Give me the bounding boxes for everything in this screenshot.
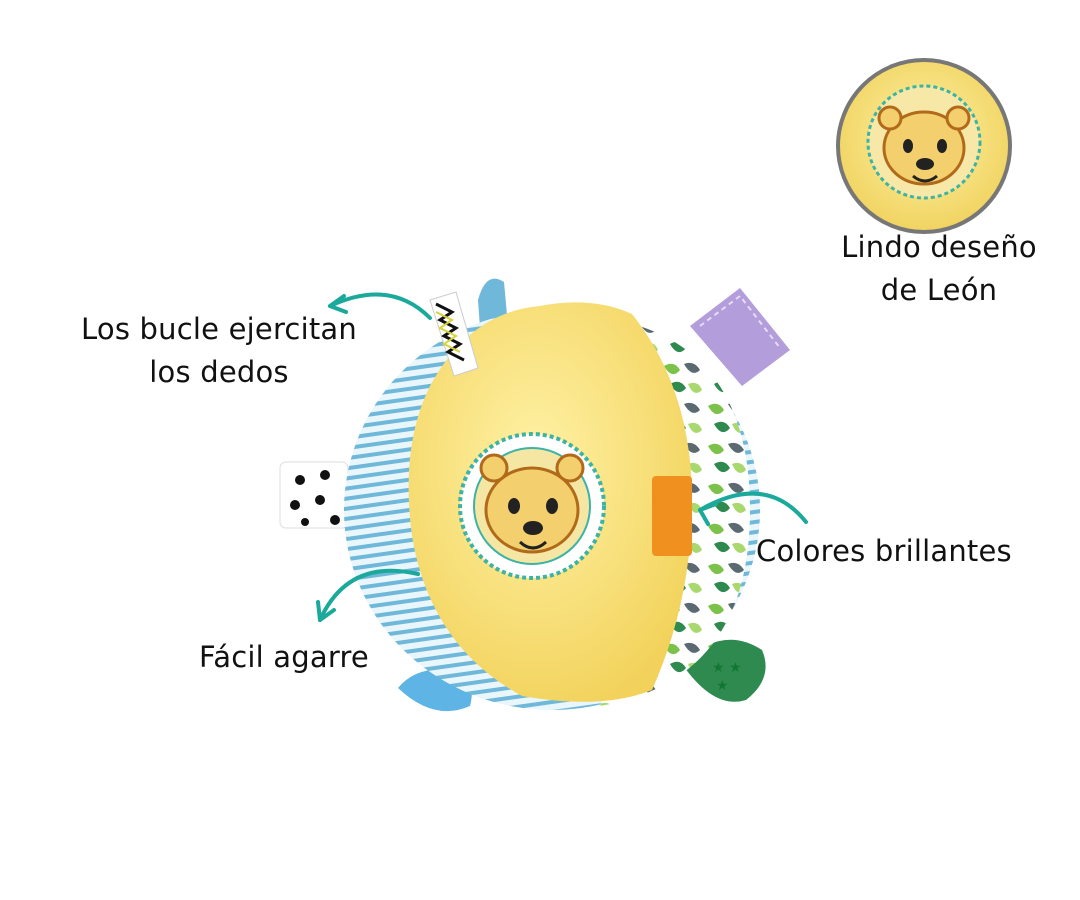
svg-text:★: ★ bbox=[716, 678, 729, 694]
arrow-colors bbox=[698, 491, 808, 526]
callout-grip: Fácil agarre bbox=[188, 636, 380, 679]
callout-loops: Los bucle ejercitan los dedos bbox=[70, 308, 368, 394]
callout-lion-line1: Lindo deseño bbox=[841, 230, 1037, 264]
svg-text:★ ★: ★ ★ bbox=[712, 660, 742, 676]
lion-face-embroidery bbox=[458, 432, 606, 580]
tag-black-white-dots bbox=[279, 461, 349, 529]
callout-lion-line2: de León bbox=[880, 273, 998, 307]
tag-orange bbox=[652, 476, 692, 556]
plush-ball bbox=[344, 291, 760, 710]
callout-loops-line2: los dedos bbox=[149, 355, 289, 389]
callout-colors: Colores brillantes bbox=[756, 530, 1036, 573]
arrow-loops bbox=[328, 292, 432, 320]
tag-purple bbox=[690, 288, 790, 386]
callout-lion: Lindo deseño de León bbox=[832, 226, 1046, 312]
tag-zigzag bbox=[429, 291, 479, 377]
arrow-grip bbox=[316, 568, 420, 622]
tag-blue-loop-top bbox=[478, 278, 508, 328]
lion-zoom-circle bbox=[836, 58, 1012, 234]
callout-loops-line1: Los bucle ejercitan bbox=[81, 312, 357, 346]
callout-grip-line1: Fácil agarre bbox=[199, 640, 369, 674]
callout-colors-line1: Colores brillantes bbox=[756, 534, 1012, 568]
